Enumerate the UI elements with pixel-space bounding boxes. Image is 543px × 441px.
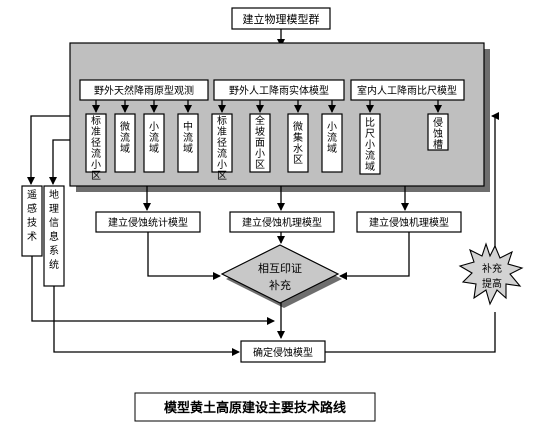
model-box-statistical-label: 建立侵蚀统计模型 — [108, 216, 188, 229]
group-header-indoor-label: 室内人工降雨比尺模型 — [357, 84, 457, 97]
arrow-gis-to-final — [53, 286, 240, 356]
item-label: 小流域 — [149, 121, 159, 155]
item-box — [321, 113, 343, 173]
item-box — [114, 113, 136, 173]
physical-models-frame — [69, 42, 485, 187]
diamond-label-2: 补充 — [269, 278, 291, 292]
group-header-artificial — [213, 79, 345, 101]
item-box — [211, 113, 233, 173]
starburst-label-1: 补充 — [482, 262, 502, 275]
top-box-label: 建立物理模型群 — [243, 12, 320, 26]
gis-label: 地理信息系统 — [49, 188, 59, 271]
item-box — [287, 113, 309, 173]
supplement-starburst — [458, 242, 524, 306]
model-box-mechanism-1-label: 建立侵蚀机理模型 — [242, 216, 322, 229]
item-box — [359, 113, 381, 175]
feedback-line-up — [325, 312, 496, 353]
item-box — [249, 113, 271, 173]
group-artificial-items: 标准径流小区 全坡面小区 微集水区 小流域 — [211, 113, 343, 182]
arrow-frame-to-rs — [27, 115, 70, 185]
group-natural-items: 标准径流小区 微流域 小流域 中流域 — [85, 113, 199, 182]
final-model-label: 确定侵蚀模型 — [253, 346, 313, 359]
remote-sensing-label: 遥感技术 — [27, 188, 37, 243]
model-box-mechanism-1 — [229, 211, 335, 233]
arrow-stat-to-diamond — [147, 232, 221, 280]
item-label: 小流域 — [327, 121, 337, 155]
item-box — [177, 113, 199, 173]
arrow-frame-to-gis — [49, 139, 70, 185]
item-box — [427, 113, 449, 151]
item-label: 标准径流小区 — [91, 115, 101, 182]
starburst-label-2: 提高 — [482, 277, 502, 290]
arrow-rs-to-bottom — [31, 256, 275, 325]
model-box-mechanism-2-label: 建立侵蚀机理模型 — [369, 216, 449, 229]
item-box — [143, 113, 165, 173]
group-header-artificial-label: 野外人工降雨实体模型 — [229, 84, 329, 97]
header-item-connectors — [92, 100, 442, 113]
arrow-mech2-to-diamond — [339, 232, 410, 280]
caption-box — [134, 392, 376, 422]
item-label: 微集水区 — [293, 120, 303, 166]
group-header-natural — [79, 79, 209, 101]
item-label: 全坡面小区 — [255, 114, 265, 171]
verify-diamond — [220, 244, 340, 304]
feedback-arrow-to-frame — [491, 112, 499, 248]
item-label: 标准径流小区 — [217, 115, 227, 182]
group-indoor-items: 比尺小流域 侵蚀槽 — [359, 113, 449, 175]
item-box — [85, 113, 107, 173]
item-label: 比尺小流域 — [365, 117, 375, 173]
item-label: 微流域 — [120, 120, 130, 155]
item-label: 中流域 — [183, 120, 193, 155]
diamond-label-1: 相互印证 — [258, 262, 302, 275]
group-header-indoor — [350, 79, 465, 101]
group-header-natural-label: 野外天然降雨原型观测 — [94, 84, 194, 97]
diagram-caption: 模型黄土高原建设主要技术路线 — [164, 400, 346, 416]
item-label: 侵蚀槽 — [433, 117, 443, 151]
